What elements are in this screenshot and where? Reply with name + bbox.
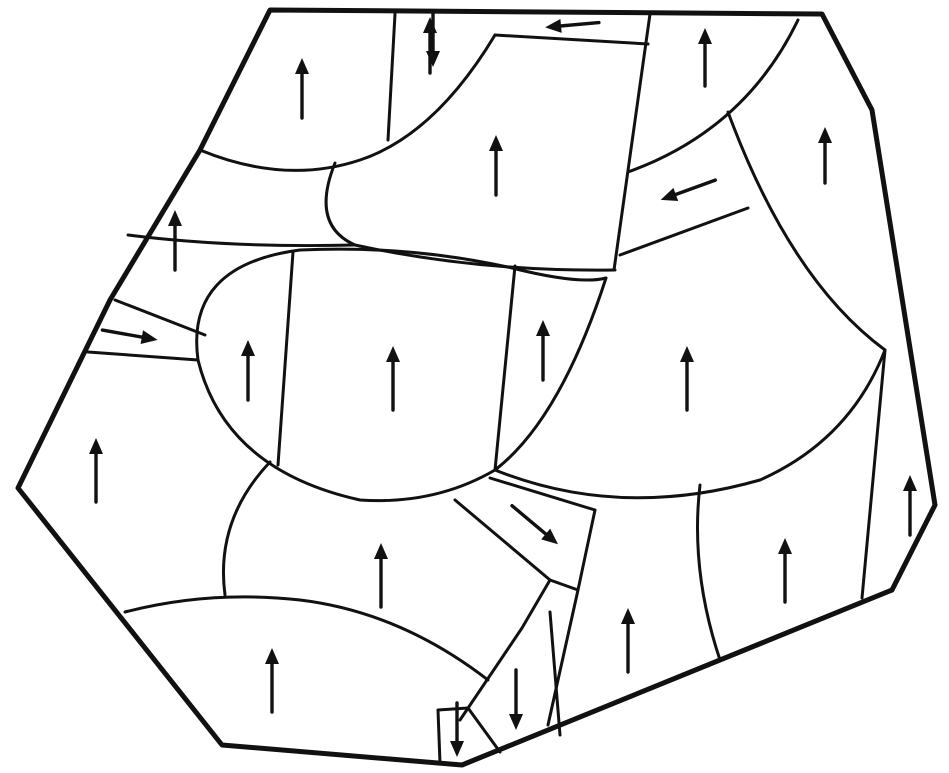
arrow-head [168, 210, 182, 226]
magnetization-arrow [545, 19, 599, 33]
arrow-head [426, 51, 440, 67]
domain-wall [460, 580, 550, 720]
domain-wall [728, 112, 885, 350]
arrow-head [536, 320, 550, 336]
magnetization-arrow [386, 346, 400, 410]
domain-wall [495, 35, 648, 44]
magnetization-arrow [778, 538, 792, 602]
domain-wall [115, 300, 205, 335]
magnetization-arrow [818, 127, 832, 183]
arrow-head [295, 58, 309, 74]
arrow-shaft [670, 180, 716, 197]
magnetization-arrow [489, 135, 503, 195]
domain-wall [278, 252, 293, 465]
magnetization-arrow [450, 703, 464, 757]
domain-wall [495, 266, 515, 470]
domain-wall [455, 500, 550, 580]
domain-walls [88, 14, 885, 763]
arrow-shaft [555, 23, 599, 27]
magnetization-arrow [661, 180, 716, 201]
magnetization-arrow [621, 608, 635, 672]
domain-wall [614, 14, 650, 270]
arrow-head [450, 741, 464, 757]
arrow-head [386, 346, 400, 362]
domain-wall [468, 708, 500, 752]
arrow-shaft [512, 506, 551, 538]
arrow-head [818, 127, 832, 143]
domain-wall [198, 278, 606, 501]
magnetization-arrow [423, 17, 437, 73]
domain-wall [550, 510, 595, 590]
magnetization-arrow [698, 28, 712, 86]
arrow-head [423, 17, 437, 33]
arrow-head [903, 475, 917, 491]
domain-wall [326, 163, 615, 270]
magnetization-arrow [426, 13, 440, 67]
magnetization-arrow [241, 340, 255, 400]
magnetization-arrow [903, 475, 917, 535]
magnetization-arrow [509, 670, 523, 730]
arrow-head [621, 608, 635, 624]
crystal-outline [18, 10, 935, 765]
arrow-head [241, 340, 255, 356]
arrow-head [89, 438, 103, 454]
arrow-head [778, 538, 792, 554]
arrow-head [141, 330, 158, 344]
magnetization-arrow [512, 506, 558, 545]
domain-wall [620, 208, 748, 255]
magnetization-arrow [536, 320, 550, 380]
arrow-head [545, 19, 562, 33]
magnetization-arrow [295, 58, 309, 118]
domain-wall [698, 485, 721, 660]
arrow-head [265, 648, 279, 664]
arrow-shaft [102, 330, 148, 338]
arrow-head [698, 28, 712, 44]
arrow-head [661, 188, 679, 201]
magnetization-arrow [102, 330, 157, 344]
domain-wall [125, 597, 488, 680]
arrow-head [509, 714, 523, 730]
domain-wall [88, 352, 198, 360]
arrow-head [680, 346, 694, 362]
domain-wall [128, 235, 355, 246]
magnetization-arrow [265, 648, 279, 712]
arrow-head [489, 135, 503, 151]
magnetization-arrow [680, 346, 694, 410]
domain-wall [628, 20, 798, 172]
magnetization-arrow [374, 543, 388, 607]
domain-wall [495, 350, 885, 498]
magnetization-arrow [89, 438, 103, 502]
domain-wall [200, 35, 495, 170]
domain-wall [223, 462, 270, 595]
domain-wall [388, 14, 395, 140]
arrow-head [374, 543, 388, 559]
